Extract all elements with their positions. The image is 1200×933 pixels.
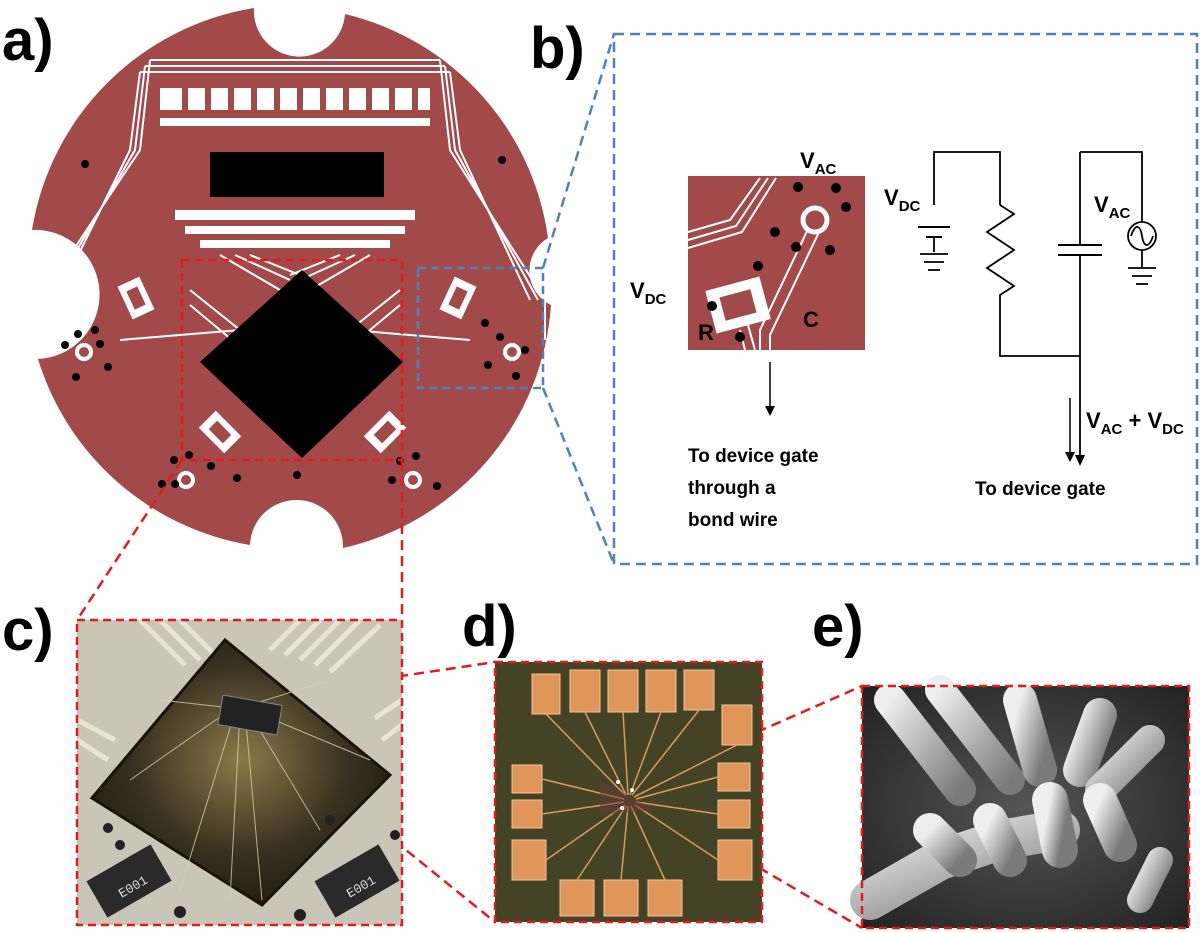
zoom-box-blue [416, 266, 545, 390]
inset-caption-1: To device gate [688, 446, 819, 467]
pad-rows [160, 88, 430, 248]
ring-pads [75, 343, 521, 489]
zoom-box-red [180, 258, 404, 462]
circuit-vac-label: VAC [1094, 192, 1131, 222]
battery-icon [918, 226, 950, 238]
pad-gaps [182, 88, 418, 110]
capacitor-icon [1058, 244, 1102, 256]
board-outline [32, 8, 551, 548]
inset-board [687, 176, 865, 351]
inset-caption-3: bond wire [688, 510, 778, 531]
top-chip [210, 152, 384, 197]
wire-top-right [1080, 151, 1143, 222]
circuit-caption: To device gate [975, 479, 1106, 500]
ground-left-icon [920, 253, 948, 271]
panel-label-a: a) [2, 8, 54, 73]
gold-chip-body [89, 637, 393, 907]
circuit-sum-label: VAC + VDC [1086, 408, 1184, 438]
circuit-schematic [933, 151, 1143, 460]
panel-b-frame [612, 32, 1199, 566]
wire-top-left [933, 151, 1001, 205]
panel-label-c: c) [2, 598, 54, 663]
ground-right-icon [1128, 267, 1156, 285]
inset-vac-label: VAC [800, 148, 837, 178]
top-traces [39, 59, 546, 350]
panel-d-micrograph [493, 660, 764, 924]
panel-e-sem [850, 675, 1191, 930]
pcb-board [32, 8, 551, 548]
inset-caption-2: through a [688, 478, 776, 499]
inset-arrowhead [765, 406, 775, 416]
panel-label-b: b) [530, 16, 585, 81]
circuit-vdc-label: VDC [884, 185, 921, 215]
panel-label-d: d) [462, 594, 517, 659]
circuit-arrowhead [1075, 455, 1085, 466]
inset-c-label: C [803, 307, 819, 332]
ac-source-icon [1127, 221, 1157, 251]
circuit-arrowhead-left [1065, 452, 1075, 462]
panel-label-e: e) [812, 594, 864, 659]
inset-vdc-label: VDC [630, 278, 667, 308]
resistor-zigzag [985, 204, 1080, 357]
die-on-chip [217, 694, 283, 736]
panel-c-photo: E001 E001 [75, 618, 404, 927]
smd-components [117, 276, 477, 454]
inset-r-label: R [698, 320, 714, 345]
central-chip [200, 270, 403, 458]
